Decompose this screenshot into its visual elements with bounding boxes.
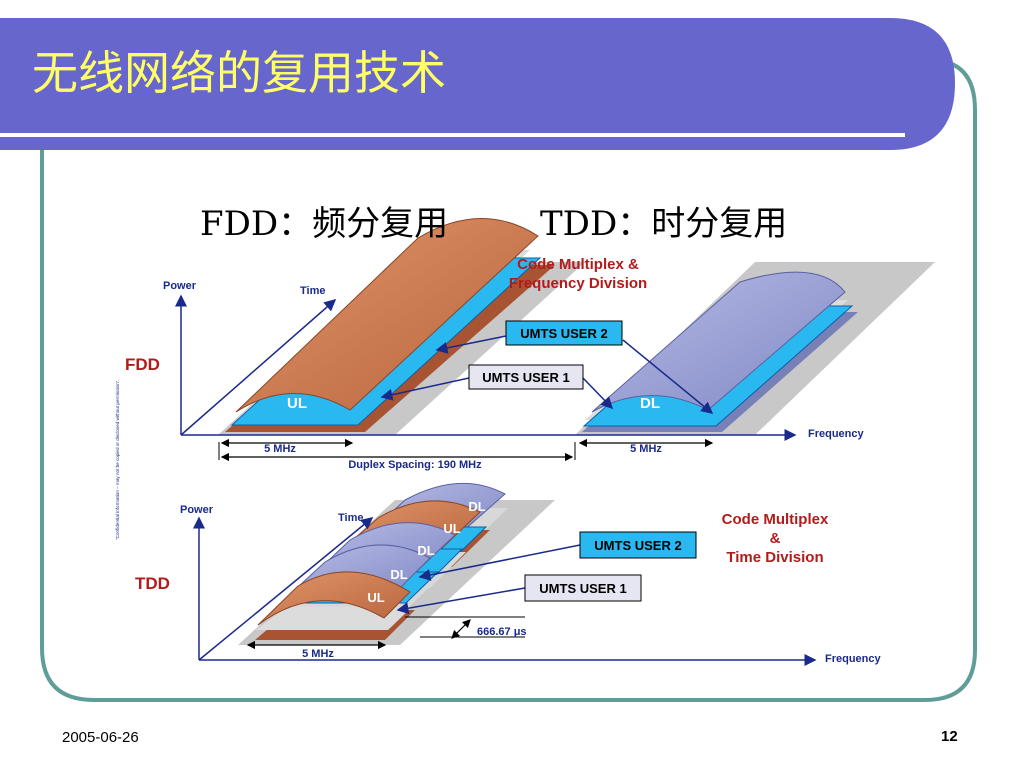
tdd-title-line3: Time Division <box>726 549 823 566</box>
tdd-slot-label-4: UL <box>443 521 460 536</box>
tdd-diagram: TDD Power Time Frequency Code Multiplex … <box>135 482 882 666</box>
tdd-frequency-label: Frequency <box>825 653 882 665</box>
tdd-time-label: Time <box>338 512 363 524</box>
content-frame <box>40 58 977 702</box>
fdd-time-label: Time <box>300 285 325 297</box>
fdd-user1-box <box>468 364 584 390</box>
fdd-ul-label: UL <box>287 395 307 412</box>
fdd-mode-label: FDD <box>125 355 160 374</box>
tdd-user1-label: UMTS USER 1 <box>539 581 626 596</box>
header-band <box>0 18 955 150</box>
tdd-slot-label-3: DL <box>417 543 434 558</box>
fdd-bw-right: 5 MHz <box>630 443 662 455</box>
fdd-bw-left: 5 MHz <box>264 443 296 455</box>
tdd-power-label: Power <box>180 504 214 516</box>
subtitle-fdd: FDD：频分复用 <box>200 204 449 244</box>
tdd-user2-label: UMTS USER 2 <box>594 538 681 553</box>
tdd-user2-box <box>579 531 697 559</box>
fdd-dl-label: DL <box>640 395 660 412</box>
subtitle-tdd: TDD：时分复用 <box>540 204 788 244</box>
side-confidential-note: "Confidential information – may not be c… <box>115 379 120 540</box>
tdd-slot-label-2: DL <box>390 567 407 582</box>
fdd-title-line2: Frequency Division <box>509 275 647 292</box>
fdd-user2-box <box>505 320 623 346</box>
tdd-slot-1 <box>255 571 415 640</box>
tdd-slot-label-5: DL <box>468 499 485 514</box>
tdd-bw-label: 5 MHz <box>302 648 334 660</box>
page-number: 12 <box>941 728 958 745</box>
fdd-power-label: Power <box>163 280 197 292</box>
tdd-mode-label: TDD <box>135 574 170 593</box>
fdd-frequency-label: Frequency <box>808 428 865 440</box>
fdd-user2-label: UMTS USER 2 <box>520 326 607 341</box>
tdd-slot-label-1: UL <box>367 590 384 605</box>
fdd-duplex-label: Duplex Spacing: 190 MHz <box>348 459 482 471</box>
tdd-user1-box <box>524 574 642 602</box>
fdd-diagram: FDD Power Time Frequency Code Multiplex … <box>125 218 935 471</box>
tdd-title-line1: Code Multiplex <box>722 511 829 528</box>
tdd-slot-time: 666.67 μs <box>477 626 527 638</box>
fdd-user1-label: UMTS USER 1 <box>482 370 569 385</box>
tdd-title-line2: & <box>770 530 781 547</box>
footer-date: 2005-06-26 <box>62 729 139 746</box>
fdd-title-line1: Code Multiplex & <box>517 256 639 273</box>
slide-title: 无线网络的复用技术 <box>32 46 446 100</box>
